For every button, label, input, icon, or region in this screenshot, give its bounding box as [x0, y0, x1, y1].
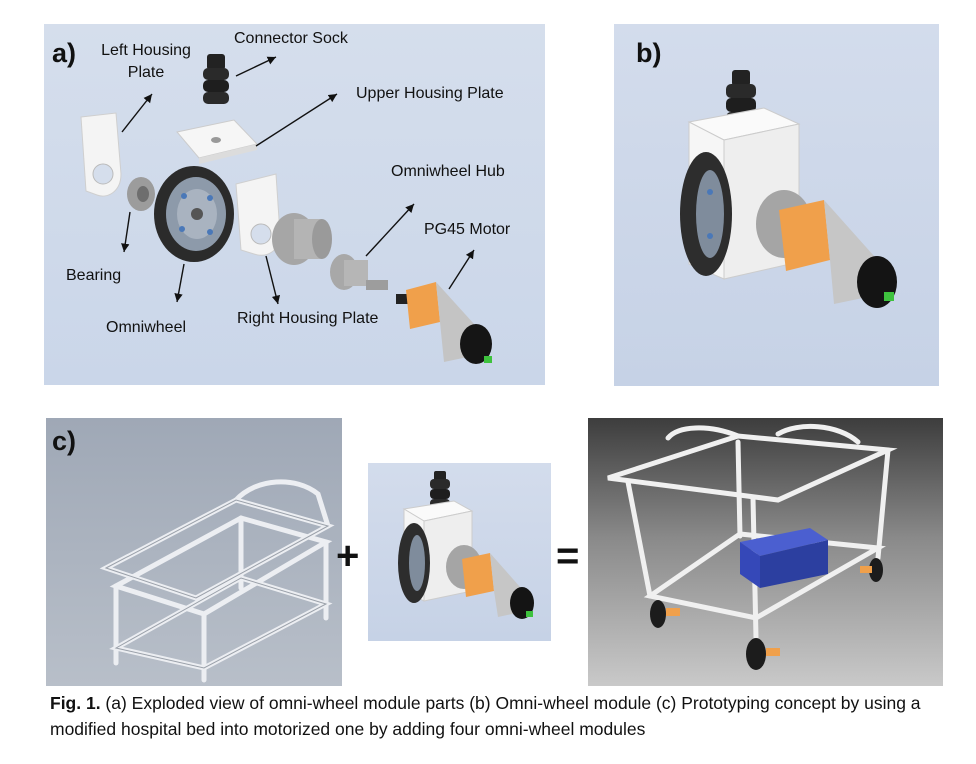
- equals-sign: =: [556, 534, 580, 578]
- panel-c-label: c): [52, 426, 77, 456]
- panel-c-omniwheel-module: [368, 463, 551, 641]
- figure-caption: Fig. 1. (a) Exploded view of omni-wheel …: [50, 690, 960, 742]
- panel-b-assembled-module: b): [614, 24, 939, 386]
- pg45-motor-part: [396, 282, 492, 364]
- label-connector-sock: Connector Sock: [234, 30, 348, 47]
- bearing-part: [127, 177, 155, 211]
- panel-b-label: b): [636, 38, 662, 68]
- label-left-housing-plate-line1: Left Housing: [101, 42, 191, 59]
- label-omniwheel: Omniwheel: [106, 319, 187, 336]
- bed-frame-illustration: [99, 479, 335, 683]
- connector-sock-part: [203, 54, 229, 104]
- motorized-bed-illustration: [607, 423, 898, 670]
- label-upper-housing-plate: Upper Housing Plate: [356, 85, 504, 102]
- caption-figure-number: Fig. 1.: [50, 693, 101, 713]
- panel-a-exploded-view: a) Connector Sock Left Housing Plate Upp…: [44, 24, 545, 385]
- exploded-view-illustration: [80, 54, 492, 364]
- upper-housing-plate-part: [176, 119, 258, 164]
- leader-arrows: [121, 56, 475, 305]
- right-housing-plate-part: [235, 173, 281, 256]
- motor-flange-part: [272, 213, 332, 265]
- panel-c-hospital-bed-frame: c): [46, 418, 342, 686]
- caption-text: (a) Exploded view of omni-wheel module p…: [50, 693, 921, 739]
- assembled-module-illustration: [680, 70, 897, 308]
- label-pg45-motor: PG45 Motor: [424, 221, 511, 238]
- label-bearing: Bearing: [66, 267, 122, 284]
- panel-c-motorized-bed: [588, 418, 943, 686]
- left-housing-plate-part: [80, 112, 122, 197]
- module-illustration-small: [398, 471, 534, 619]
- label-left-housing-plate-line2: Plate: [127, 64, 165, 81]
- label-omniwheel-hub: Omniwheel Hub: [391, 163, 505, 180]
- plus-sign: +: [336, 534, 360, 578]
- panel-a-label: a): [52, 38, 77, 68]
- label-right-housing-plate: Right Housing Plate: [237, 310, 379, 327]
- omniwheel-part: [154, 166, 234, 262]
- omniwheel-hub-part: [330, 254, 388, 290]
